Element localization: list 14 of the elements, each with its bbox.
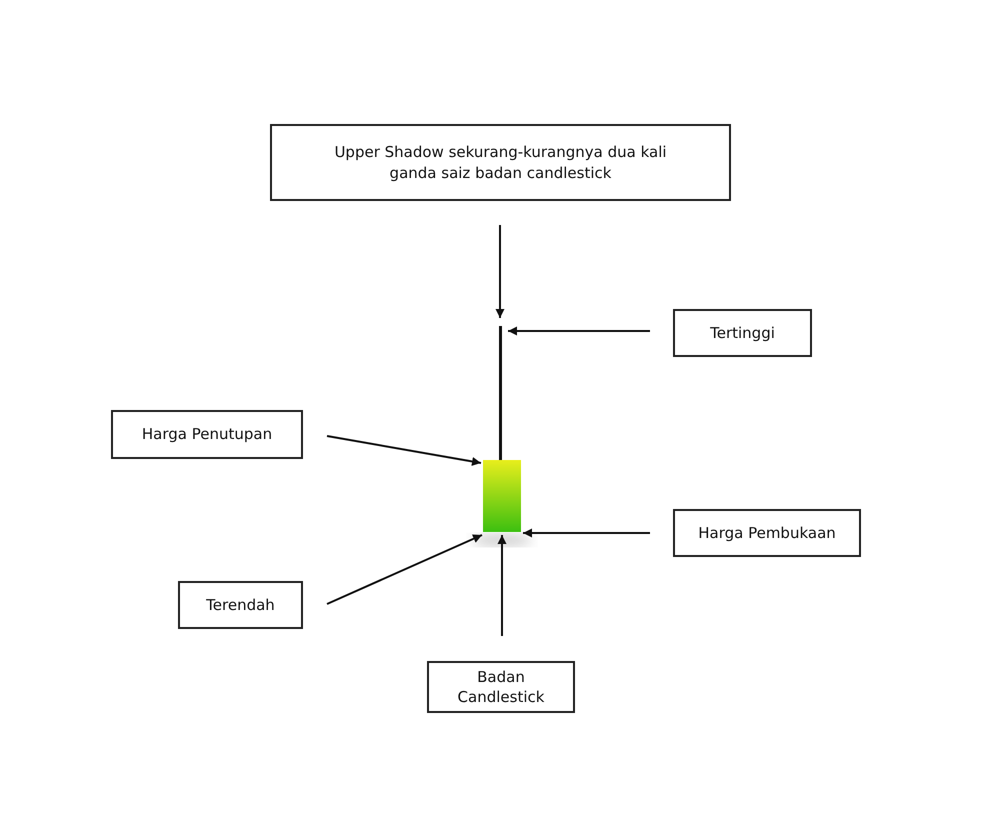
label-box: Terendah [178, 581, 303, 629]
label-box: Tertinggi [673, 309, 812, 357]
label-box: Harga Penutupan [111, 410, 303, 459]
label-box: Harga Pembukaan [673, 509, 861, 557]
candle-wick [499, 326, 502, 460]
label-box: Badan Candlestick [427, 661, 575, 713]
arrow [326, 534, 482, 605]
arrow [498, 535, 506, 636]
arrow [523, 528, 650, 538]
candle-body [483, 460, 521, 532]
arrow [508, 326, 650, 336]
arrow [496, 225, 504, 318]
label-box: Upper Shadow sekurang-kurangnya dua kali ganda saiz badan candlestick [270, 124, 731, 201]
arrow [326, 435, 482, 466]
